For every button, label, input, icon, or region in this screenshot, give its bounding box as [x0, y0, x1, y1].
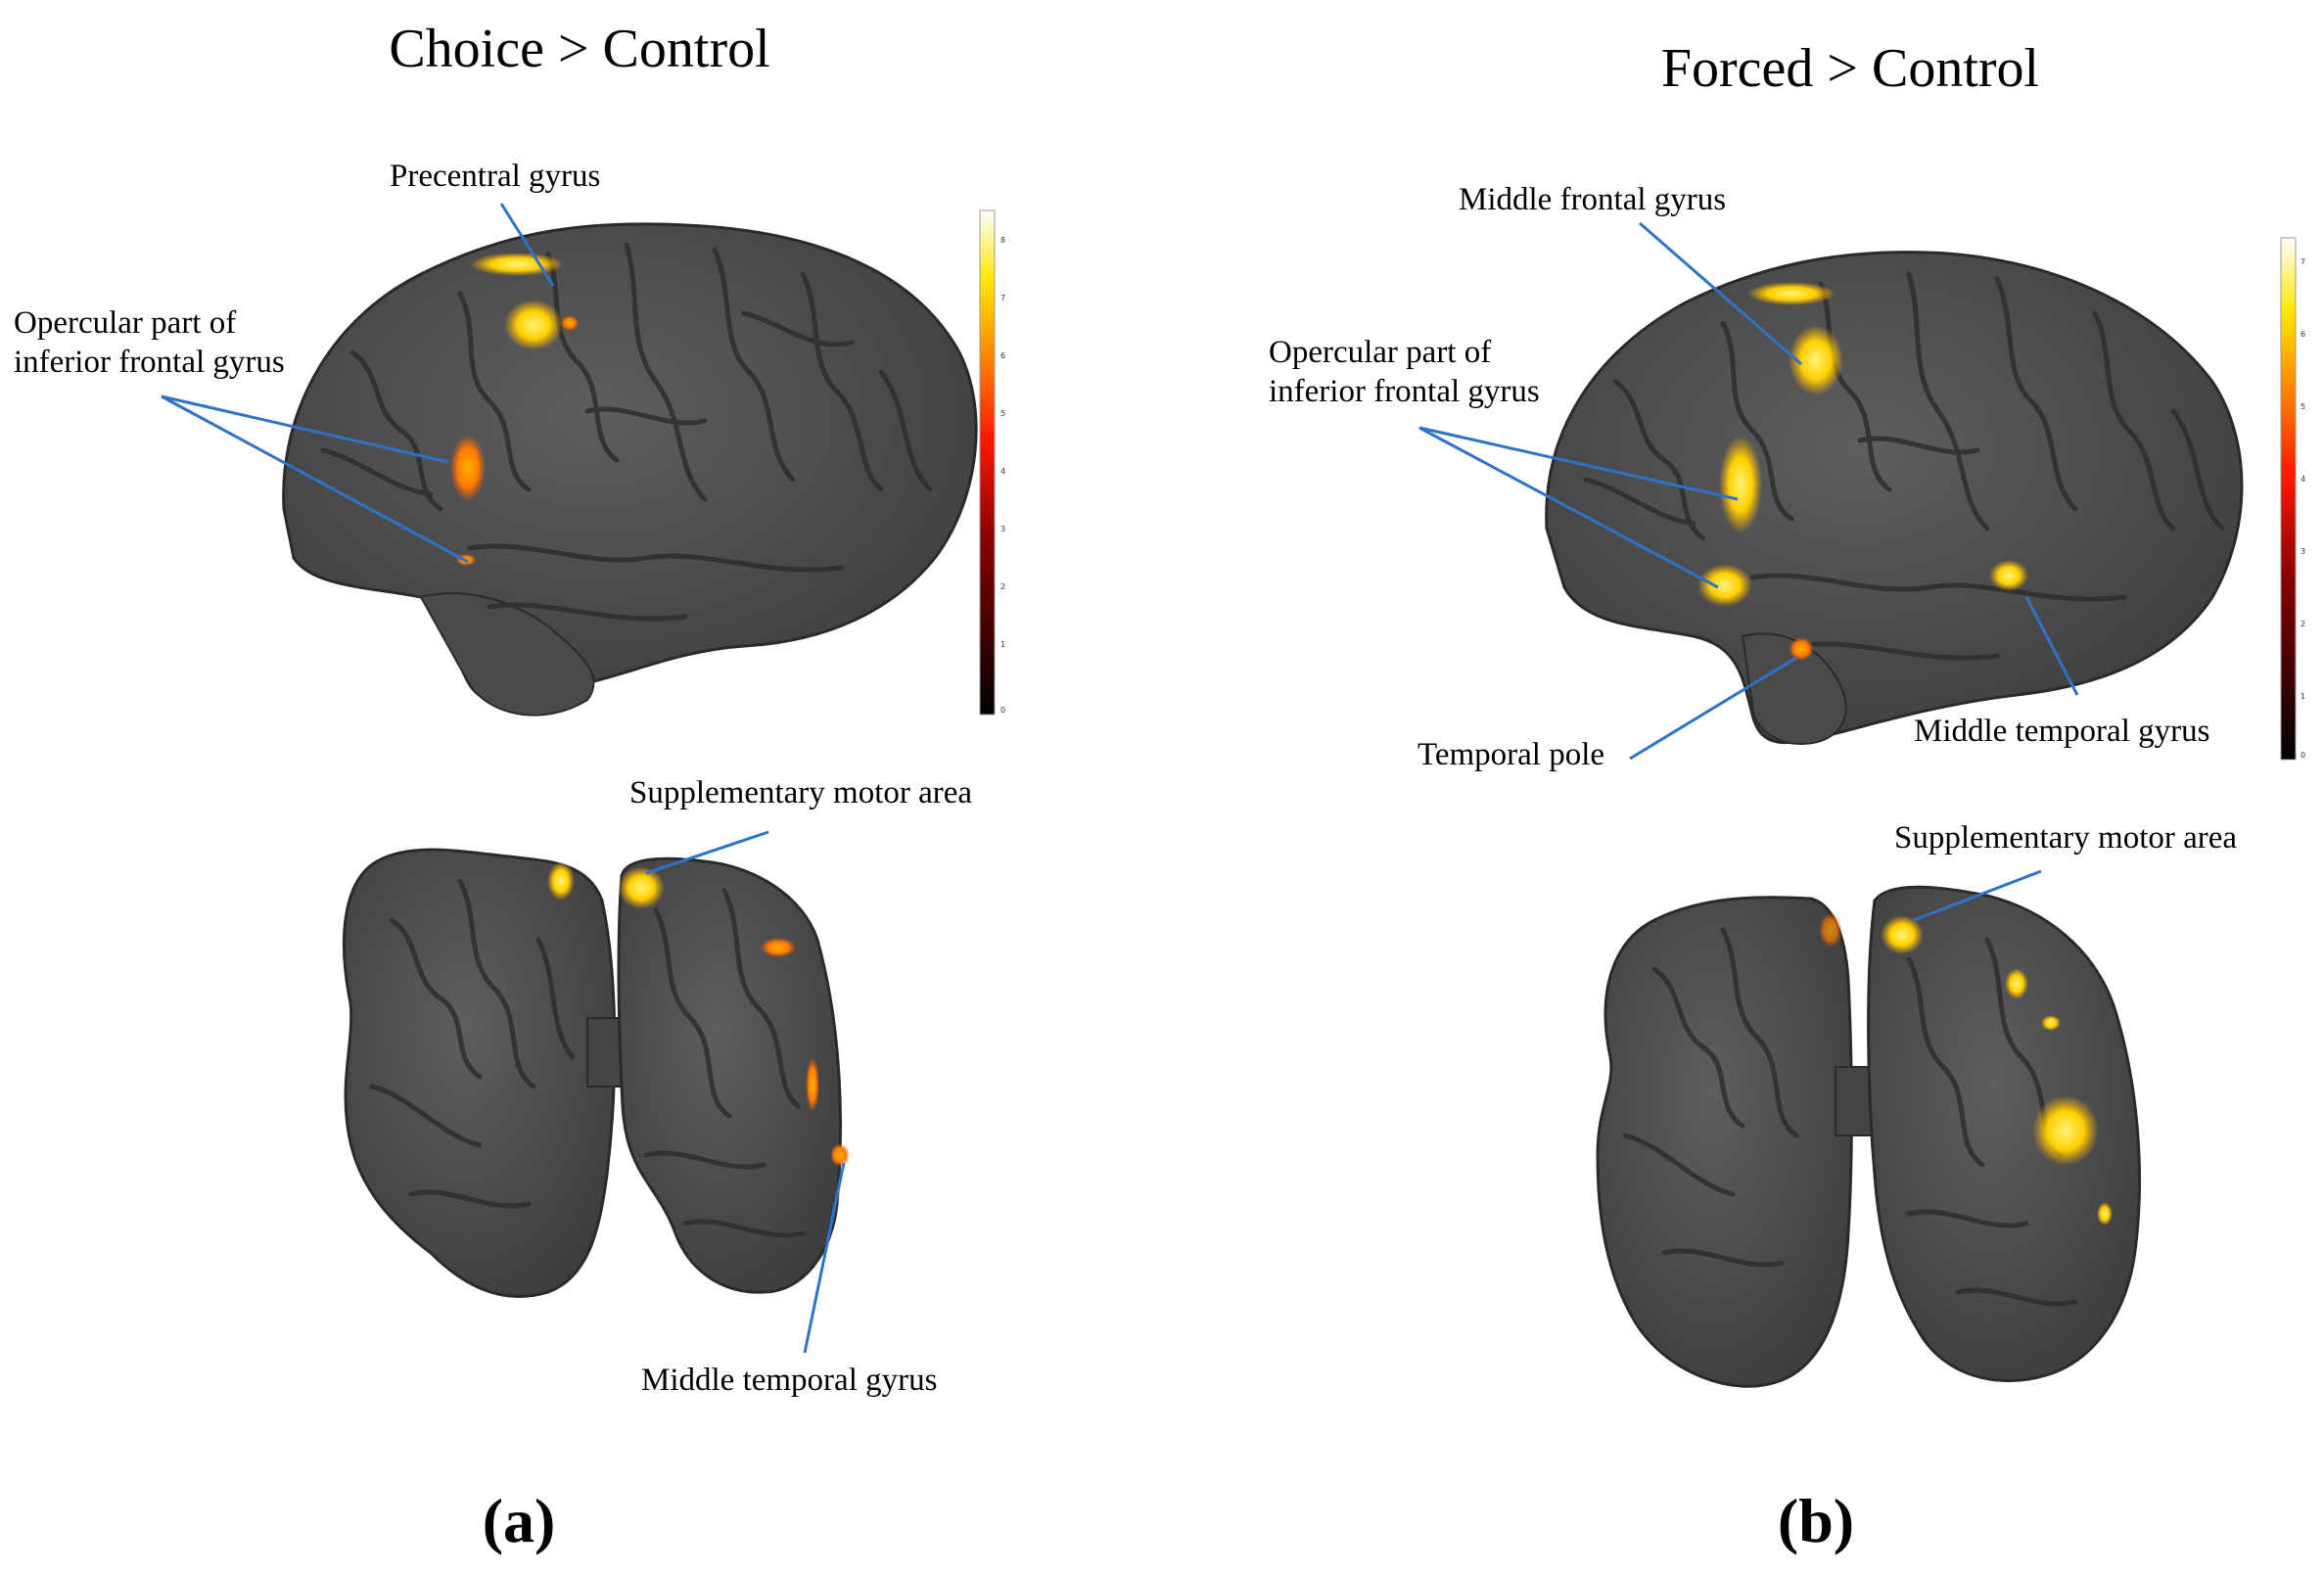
activation-blob	[1747, 282, 1836, 305]
leader-line	[1639, 221, 1802, 366]
leader-line	[803, 1162, 846, 1354]
leader-line	[1629, 656, 1797, 761]
colorbar-tick: 7	[1000, 294, 1005, 302]
colorbar-tick: 5	[2301, 402, 2305, 411]
colorbar-tick: 3	[2301, 547, 2305, 556]
panel-a: Choice > Control	[14, 19, 1005, 1555]
colorbar-tick: 2	[1000, 582, 1005, 591]
colorbar-tick: 7	[2301, 257, 2305, 266]
panel-b-letter: (b)	[1778, 1486, 1854, 1555]
colorbar-tick: 0	[1000, 706, 1005, 715]
activation-blob	[470, 253, 564, 276]
activation-blob	[1719, 436, 1762, 533]
activation-blob	[618, 866, 665, 909]
activation-blob	[2097, 1202, 2113, 1226]
label-opercular-line1: Opercular part of	[1269, 335, 1491, 370]
panel-a-letter: (a)	[483, 1486, 556, 1555]
leader-line	[645, 830, 769, 875]
colorbar-tick: 4	[2301, 475, 2305, 484]
leader-line	[161, 394, 449, 464]
activation-blob	[1819, 912, 1842, 948]
panel-a-lateral-brain	[282, 222, 978, 717]
activation-blob	[450, 435, 486, 501]
activation-blob	[2005, 968, 2028, 999]
colorbar-tick: 1	[2301, 692, 2305, 701]
label-opercular-line2: inferior frontal gyrus	[14, 345, 285, 380]
panel-b: Forced > Control	[1269, 38, 2305, 1555]
label-supplementary-motor-area: Supplementary motor area	[1894, 820, 2237, 856]
label-middle-temporal-gyrus: Middle temporal gyrus	[1914, 714, 2209, 749]
panel-a-colorbar: 8 7 6 5 4 3 2 1 0	[979, 209, 1005, 716]
label-opercular-line1: Opercular part of	[14, 305, 236, 341]
activation-blob	[2041, 1015, 2061, 1031]
leader-line	[1913, 869, 2042, 922]
label-precentral-gyrus: Precentral gyrus	[390, 159, 600, 194]
activation-blob	[504, 300, 563, 350]
leader-line	[161, 394, 469, 564]
label-middle-temporal-gyrus: Middle temporal gyrus	[641, 1363, 937, 1398]
colorbar-tick: 6	[2301, 330, 2305, 339]
activation-blob	[1697, 564, 1752, 607]
label-opercular-line2: inferior frontal gyrus	[1269, 374, 1540, 409]
activation-blob	[547, 861, 575, 901]
colorbar-tick: 4	[1000, 467, 1005, 476]
panel-b-title: Forced > Control	[1661, 38, 2039, 99]
colorbar-tick: 3	[1000, 525, 1005, 533]
leader-line	[499, 203, 555, 287]
colorbar-tick: 6	[1000, 351, 1005, 360]
activation-blob	[1989, 560, 2028, 591]
activation-blob	[2032, 1095, 2099, 1166]
label-middle-frontal-gyrus: Middle frontal gyrus	[1459, 182, 1726, 217]
activation-blob	[761, 938, 796, 957]
leader-line	[1418, 426, 1739, 501]
panel-b-colorbar: 7 6 5 4 3 2 1 0	[2280, 237, 2305, 761]
colorbar-tick: 2	[2301, 620, 2305, 628]
panel-b-top-brain	[1596, 885, 2141, 1388]
colorbar-tick: 8	[1000, 236, 1005, 245]
activation-blob	[1881, 915, 1924, 954]
colorbar-tick: 5	[1000, 409, 1005, 418]
colorbar-tick: 0	[2301, 751, 2305, 760]
activation-blob	[1789, 325, 1843, 395]
activation-blob	[1789, 637, 1814, 661]
activation-blob	[806, 1057, 819, 1112]
label-temporal-pole: Temporal pole	[1418, 737, 1604, 772]
activation-blob	[561, 315, 579, 331]
activation-blob	[830, 1143, 850, 1167]
panel-a-title: Choice > Control	[389, 19, 769, 79]
leader-line	[1418, 426, 1719, 589]
panel-b-lateral-brain	[1545, 251, 2244, 746]
panel-a-top-brain	[342, 848, 850, 1298]
label-supplementary-motor-area: Supplementary motor area	[629, 775, 972, 810]
colorbar-tick: 1	[1000, 640, 1005, 649]
leader-line	[2024, 596, 2079, 696]
